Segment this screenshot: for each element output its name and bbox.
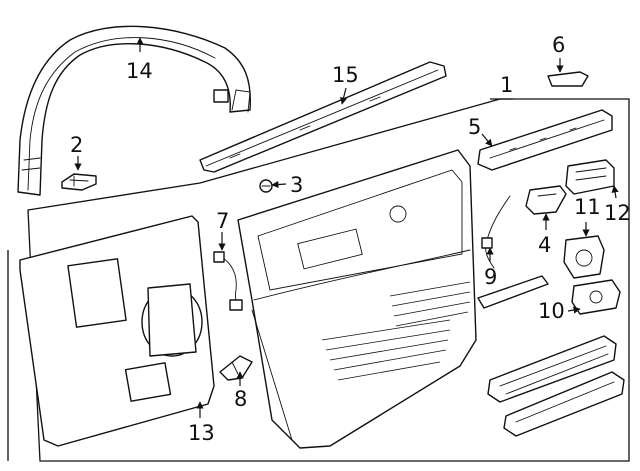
callout-8: 8 [234,387,247,411]
leader-3 [271,180,287,189]
leader-12 [611,185,619,199]
door-frame-molding-part [17,25,252,196]
handle-bezel-part [477,275,549,309]
callout-2: 2 [70,133,83,157]
callout-6: 6 [552,33,565,57]
switch-part-12 [565,159,615,195]
water-shield-part [19,215,215,447]
door-handle-part [525,185,567,215]
callout-9: 9 [484,265,497,289]
callout-5: 5 [468,115,481,139]
bracket-part-8 [219,355,253,381]
assembly-frame-1 [27,98,630,462]
switch-panel-upper-part [487,335,617,403]
armrest-bracket-part [477,109,613,171]
belt-molding-part [199,61,447,173]
wire-harness-part-7 [213,251,243,311]
callout-15: 15 [332,63,359,87]
clip-part-2 [61,173,97,191]
leader-10 [567,306,581,314]
leader-15 [340,87,348,105]
cable-part-9 [481,195,511,269]
mirror-switch-part [571,279,621,315]
callout-3: 3 [290,173,303,197]
callout-12: 12 [604,201,631,225]
bezel-part-6 [547,71,589,87]
callout-11: 11 [574,195,601,219]
callout-4: 4 [538,233,551,257]
door-trim-panel-part [237,149,477,449]
callout-10: 10 [538,299,565,323]
leader-5 [481,133,493,147]
callout-14: 14 [126,59,153,83]
callout-1: 1 [500,73,513,97]
callout-13: 13 [188,421,215,445]
switch-panel-lower-part [503,371,625,437]
bezel-part-11 [563,235,605,279]
fastener-part-3 [259,179,273,193]
callout-7: 7 [216,209,229,233]
